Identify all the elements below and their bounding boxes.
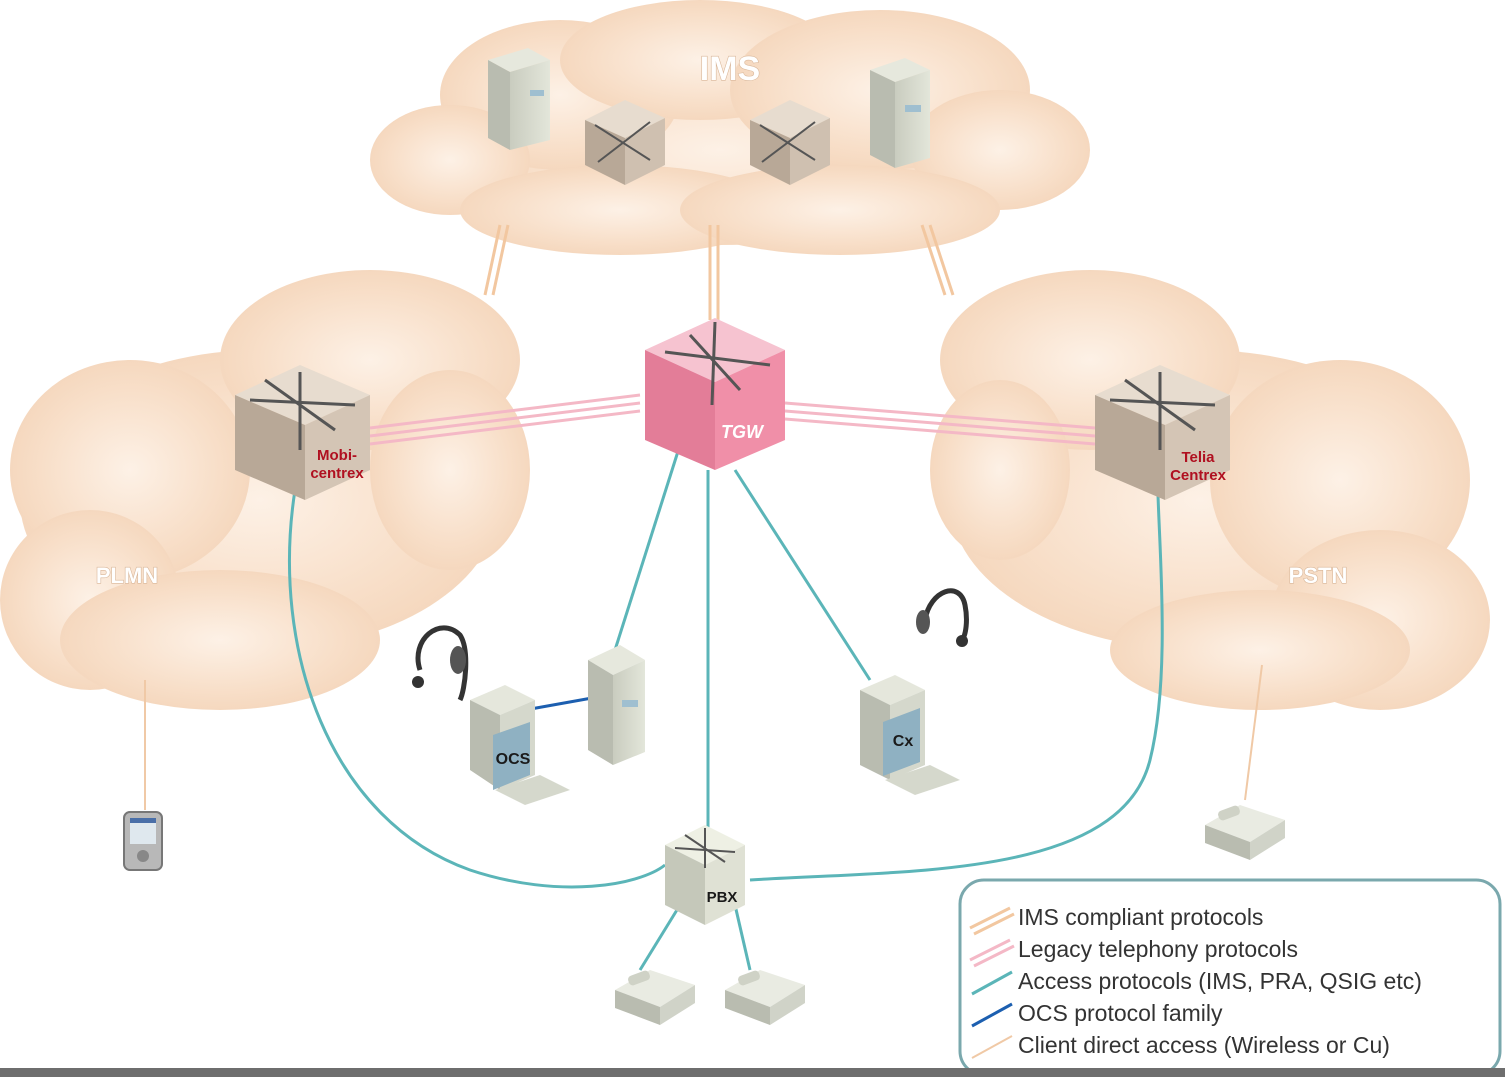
pstn-phone-icon	[1205, 805, 1285, 860]
legend-item-legacy: Legacy telephony protocols	[969, 936, 1298, 968]
ocs-screen-label: OCS	[496, 751, 531, 768]
telia-centrex-label-line1: Telia	[1181, 449, 1215, 466]
access-links	[288, 444, 1164, 971]
legend-label: Client direct access (Wireless or Cu)	[1018, 1032, 1390, 1058]
pbx-label: PBX	[707, 889, 738, 906]
ocs-link	[524, 696, 593, 712]
legend-label: IMS compliant protocols	[1018, 904, 1263, 930]
pbx-phone-right-icon	[725, 970, 805, 1025]
legend-label: Access protocols (IMS, PRA, QSIG etc)	[1018, 968, 1422, 994]
ocs-server	[588, 645, 645, 765]
ims-server-left	[488, 48, 550, 150]
legend-item-ocs: OCS protocol family	[971, 1000, 1223, 1028]
pstn-cloud	[930, 270, 1490, 710]
ims-cloud-label: IMS	[700, 50, 760, 88]
client-links	[144, 664, 1263, 810]
legend-item-access: Access protocols (IMS, PRA, QSIG etc)	[971, 968, 1422, 996]
tgw-label: TGW	[721, 422, 765, 442]
mobi-centrex-label-line1: Mobi-	[317, 447, 357, 464]
plmn-cloud-label: PLMN	[96, 563, 158, 588]
ims-server-right	[870, 58, 930, 168]
ims-switch-left	[585, 100, 665, 185]
legacy-links	[369, 393, 1096, 446]
legend-item-ims: IMS compliant protocols	[969, 904, 1263, 936]
legend-label: Legacy telephony protocols	[1018, 936, 1298, 962]
ocs-headset-icon	[412, 625, 469, 702]
ocs-workstation: OCS	[470, 685, 570, 805]
cx-headset-icon	[916, 588, 969, 647]
pstn-cloud-label: PSTN	[1289, 563, 1348, 588]
telia-centrex-label-line2: Centrex	[1170, 467, 1227, 484]
telia-centrex-switch: Telia Centrex	[1095, 365, 1230, 500]
bottom-bar	[0, 1068, 1505, 1077]
pbx-phone-left-icon	[615, 970, 695, 1025]
ims-switch-right	[750, 100, 830, 185]
mobi-centrex-label-line2: centrex	[310, 465, 364, 482]
tgw-switch: TGW	[645, 318, 785, 470]
legend: IMS compliant protocols Legacy telephony…	[958, 878, 1502, 1077]
plmn-cloud	[0, 270, 530, 710]
cx-workstation: Cx	[860, 675, 960, 795]
legend-label: OCS protocol family	[1018, 1000, 1223, 1026]
mobi-centrex-switch: Mobi- centrex	[235, 365, 370, 500]
pbx-switch: PBX	[665, 825, 745, 925]
legend-item-client: Client direct access (Wireless or Cu)	[971, 1032, 1390, 1059]
cx-screen-label: Cx	[893, 733, 914, 750]
ims-links	[483, 224, 955, 320]
pda-device-icon	[123, 811, 163, 871]
ims-cloud	[370, 0, 1090, 255]
